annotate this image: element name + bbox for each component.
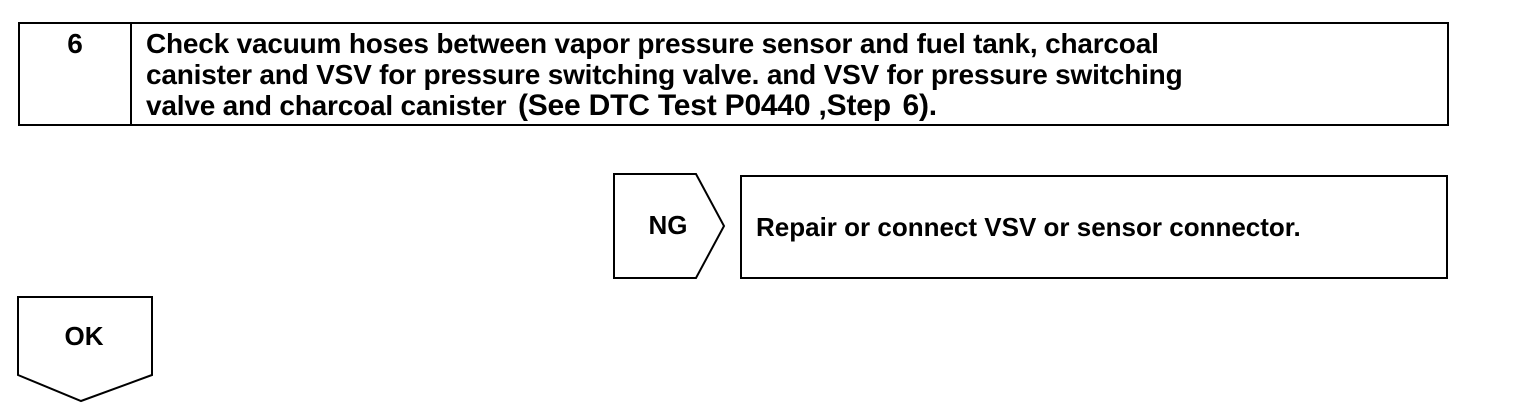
- step-instruction: Check vacuum hoses between vapor pressur…: [146, 28, 1436, 121]
- ng-result-text: Repair or connect VSV or sensor connecto…: [756, 212, 1301, 242]
- ng-arrow-outline: [613, 173, 726, 279]
- ng-result-box: Repair or connect VSV or sensor connecto…: [740, 175, 1448, 279]
- dtc-reference: (See DTC Test P0440 ,Step: [517, 89, 891, 122]
- ok-arrow-shape: [17, 296, 153, 403]
- step-instruction-line-1: Check vacuum hoses between vapor pressur…: [146, 28, 1159, 59]
- ng-arrow-shape: [613, 173, 726, 279]
- ng-label: NG: [648, 210, 688, 240]
- step-instruction-line-3: valve and charcoal canister (See DTC Tes…: [146, 90, 1436, 121]
- step-number: 6: [20, 24, 132, 124]
- step-box: 6 Check vacuum hoses between vapor press…: [18, 22, 1449, 126]
- ok-label: OK: [64, 321, 104, 351]
- step-instruction-line-3-text: valve and charcoal canister: [146, 90, 507, 121]
- dtc-reference-close: ).: [918, 89, 937, 122]
- ok-arrow-outline: [17, 296, 153, 403]
- step-instruction-line-2: canister and VSV for pressure switching …: [146, 59, 1183, 90]
- dtc-reference-step-number: 6: [902, 89, 919, 122]
